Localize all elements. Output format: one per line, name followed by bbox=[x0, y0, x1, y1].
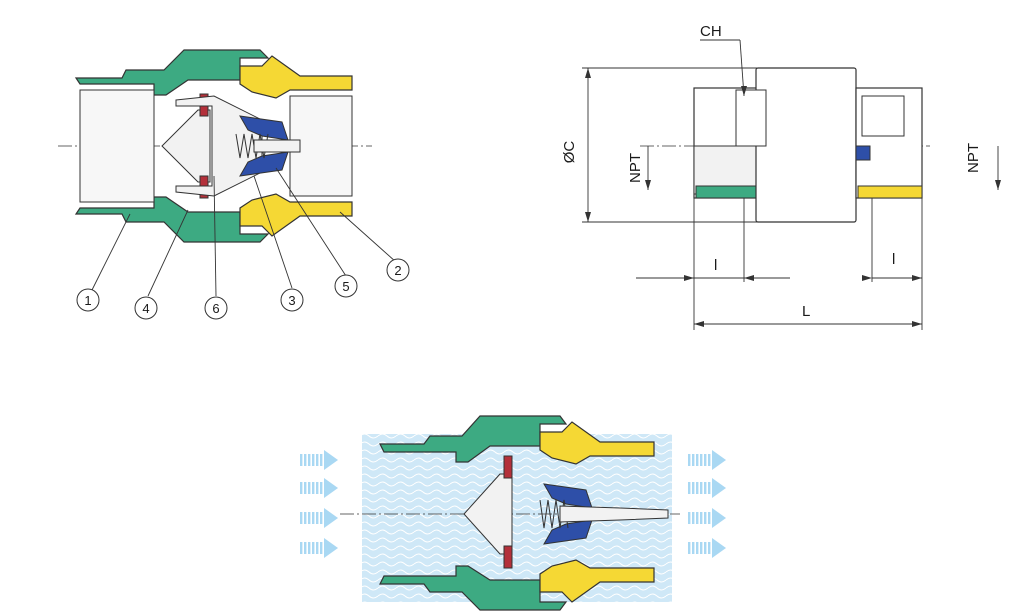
right-blue-seat bbox=[855, 145, 871, 161]
svg-text:5: 5 bbox=[342, 279, 349, 294]
l-left-label: l bbox=[714, 257, 717, 274]
flow-arrow-icon bbox=[688, 450, 726, 470]
flow-spring bbox=[539, 499, 569, 529]
svg-text:3: 3 bbox=[288, 293, 295, 308]
flow-stem bbox=[559, 505, 669, 523]
right-yellow-wall bbox=[857, 185, 923, 199]
flow-view bbox=[300, 415, 726, 611]
right-hex-flat bbox=[861, 95, 905, 137]
flow-nut-lower bbox=[539, 559, 655, 603]
flow-arrow-icon bbox=[300, 538, 338, 558]
left-green-wall bbox=[695, 185, 765, 199]
flow-arrow-icon bbox=[688, 508, 726, 528]
callout-3: 3 bbox=[280, 288, 304, 312]
l-right-label: l bbox=[892, 251, 895, 268]
svg-text:2: 2 bbox=[394, 263, 401, 278]
svg-text:4: 4 bbox=[142, 301, 149, 316]
flow-body-lower bbox=[379, 565, 568, 611]
npt-left-label: NPT bbox=[627, 153, 644, 183]
center-body bbox=[755, 67, 857, 223]
flow-arrow-icon bbox=[300, 450, 338, 470]
ch-hex-flat bbox=[735, 89, 767, 147]
callout-6: 6 bbox=[204, 296, 228, 320]
ch-label: CH bbox=[700, 23, 722, 40]
flow-arrows bbox=[300, 450, 726, 558]
flow-seal-upper bbox=[503, 455, 513, 479]
inlet-bore bbox=[79, 89, 155, 203]
dimension-arrows bbox=[585, 68, 1001, 327]
callout-2: 2 bbox=[386, 258, 410, 282]
callout-4: 4 bbox=[134, 296, 158, 320]
flow-seal-lower bbox=[503, 545, 513, 569]
nut-part-2-lower bbox=[239, 193, 353, 237]
valve-stem bbox=[253, 139, 301, 153]
flow-spring-seat-upper bbox=[543, 483, 593, 509]
body-part-1-lower bbox=[74, 196, 270, 243]
npt-right-label: NPT bbox=[965, 143, 982, 173]
spring-seat-part-3 bbox=[239, 115, 289, 141]
diameter-label: ØC bbox=[561, 141, 578, 164]
flow-arrow-icon bbox=[688, 538, 726, 558]
flow-arrow-icon bbox=[300, 478, 338, 498]
poppet-cone bbox=[161, 109, 211, 183]
callout-1: 1 bbox=[76, 288, 100, 312]
flow-spring-seat-lower bbox=[543, 519, 593, 545]
section-view: 1 4 6 3 5 2 bbox=[58, 49, 410, 320]
flow-arrow-icon bbox=[300, 508, 338, 528]
nut-part-2 bbox=[239, 55, 353, 99]
dimension-view: CH ØC NPT NPT l l L bbox=[561, 23, 1001, 330]
spring-seat-part-3-lower bbox=[239, 151, 289, 177]
flow-body-upper bbox=[379, 415, 568, 463]
callout-5: 5 bbox=[334, 274, 358, 298]
guide-part-4 bbox=[175, 95, 263, 197]
svg-text:6: 6 bbox=[212, 301, 219, 316]
flow-arrow-icon bbox=[688, 478, 726, 498]
leader-lines bbox=[91, 167, 397, 297]
body-part-1 bbox=[74, 49, 270, 96]
flow-nut-upper bbox=[539, 421, 655, 465]
length-label: L bbox=[802, 303, 810, 320]
svg-text:1: 1 bbox=[84, 293, 91, 308]
